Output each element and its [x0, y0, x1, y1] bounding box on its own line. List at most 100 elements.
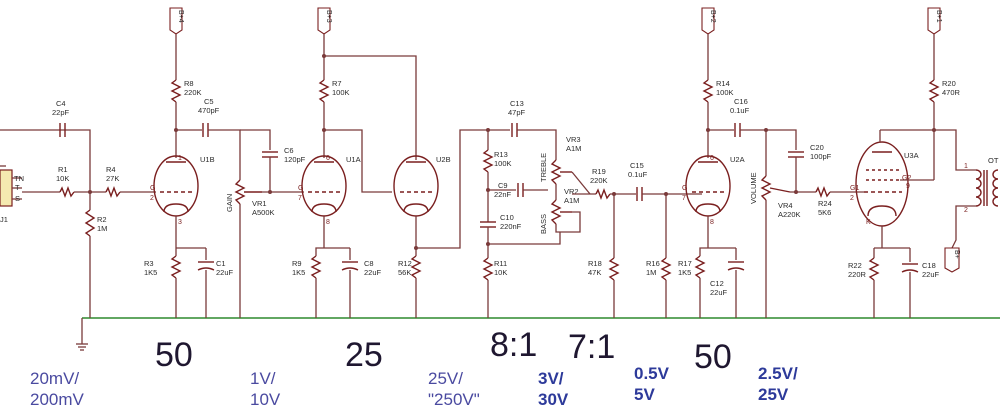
svg-text:C5: C5 — [204, 97, 214, 106]
ground-symbol — [76, 318, 88, 351]
svg-text:R17: R17 — [678, 259, 692, 268]
svg-text:220R: 220R — [848, 270, 867, 279]
j1-ref: J1 — [0, 215, 8, 224]
svg-text:10K: 10K — [494, 268, 507, 277]
svg-text:K: K — [866, 219, 871, 226]
svg-text:47K: 47K — [588, 268, 601, 277]
output-transformer: OT 1 2 — [964, 156, 999, 214]
resistor-r13: R13 100K — [482, 149, 512, 173]
gain-annotation-stage3: 50 — [694, 338, 732, 376]
supply-flag-b2: B+2 — [701, 7, 716, 35]
tube-u2a: U2A G 7 6 8 — [682, 155, 745, 226]
gain-annotation-stage1: 50 — [155, 336, 193, 374]
svg-text:B+1: B+1 — [935, 10, 942, 23]
svg-text:A220K: A220K — [778, 210, 801, 219]
svg-text:R13: R13 — [494, 150, 508, 159]
svg-text:2: 2 — [150, 195, 154, 202]
capacitor-c18: C18 22uF — [901, 261, 940, 279]
svg-text:47pF: 47pF — [508, 108, 526, 117]
svg-text:470pF: 470pF — [198, 106, 220, 115]
gain-label: GAIN — [225, 194, 234, 212]
jack-pin-s: S — [15, 194, 20, 203]
svg-text:C18: C18 — [922, 261, 936, 270]
svg-text:C1: C1 — [216, 259, 226, 268]
svg-text:R7: R7 — [332, 79, 342, 88]
tone-ratio-annotation-1: 8:1 — [490, 326, 537, 364]
resistor-r7: R7 100K — [318, 79, 350, 103]
tube-u2b: U2B — [393, 155, 451, 217]
svg-text:22nF: 22nF — [494, 190, 512, 199]
svg-text:U3A: U3A — [904, 151, 919, 160]
tone-ratio-annotation-2: 7:1 — [568, 328, 615, 366]
svg-text:B+3: B+3 — [325, 10, 332, 23]
svg-text:A1M: A1M — [566, 144, 581, 153]
input-jack-j1: TN T S J1 — [0, 165, 24, 224]
signal-level-out-1: 2.5V/ — [758, 364, 798, 383]
svg-text:R4: R4 — [106, 165, 116, 174]
resistor-r11: R11 10K — [482, 257, 507, 281]
svg-text:C8: C8 — [364, 259, 374, 268]
svg-text:120pF: 120pF — [284, 155, 306, 164]
svg-text:C16: C16 — [734, 97, 748, 106]
resistor-r4: R4 27K — [105, 165, 121, 198]
signal-level-mid-2: 5V — [634, 385, 655, 404]
svg-text:27K: 27K — [106, 174, 119, 183]
signal-level-input-2: 200mV — [30, 390, 85, 409]
capacitor-c15: C15 0.1uF — [628, 161, 648, 201]
svg-text:VR2: VR2 — [564, 187, 579, 196]
supply-flag-b1: B+1 — [927, 7, 942, 35]
svg-text:6: 6 — [326, 155, 330, 162]
svg-text:6: 6 — [710, 155, 714, 162]
tube-u3a: U3A G1 2 G2 9 K — [850, 141, 919, 227]
gain-annotation-stage2: 25 — [345, 336, 383, 374]
svg-text:B+: B+ — [953, 250, 960, 259]
svg-text:R22: R22 — [848, 261, 862, 270]
volume-label: VOLUME — [749, 172, 758, 204]
tube-u1a: U1A G 7 6 8 — [298, 155, 361, 226]
svg-text:C6: C6 — [284, 146, 294, 155]
svg-text:R11: R11 — [494, 259, 507, 268]
capacitor-c5: C5 470pF — [198, 97, 220, 137]
svg-text:U2A: U2A — [730, 155, 745, 164]
supply-flag-b4: B+4 — [169, 7, 184, 35]
svg-text:2: 2 — [850, 195, 854, 202]
resistor-r20: R20 470R — [928, 79, 961, 103]
resistor-r16: R16 1M — [646, 257, 672, 281]
svg-text:G: G — [298, 185, 303, 192]
signal-level-mid-1: 0.5V — [634, 364, 670, 383]
svg-text:G: G — [150, 185, 155, 192]
svg-text:R1: R1 — [58, 165, 68, 174]
svg-text:R16: R16 — [646, 259, 660, 268]
signal-level-v2-2: "250V" — [428, 390, 480, 409]
svg-text:1K5: 1K5 — [144, 268, 157, 277]
svg-text:U1B: U1B — [200, 155, 215, 164]
svg-text:56K: 56K — [398, 268, 411, 277]
capacitor-c16: C16 0.1uF — [730, 97, 750, 137]
svg-text:1: 1 — [964, 163, 968, 170]
svg-text:C10: C10 — [500, 213, 514, 222]
resistor-r3: R3 1K5 — [144, 255, 182, 279]
resistor-r9: R9 1K5 — [292, 255, 322, 279]
resistor-r22: R22 220R — [848, 257, 880, 281]
svg-text:3: 3 — [178, 219, 182, 226]
bass-label: BASS — [539, 214, 548, 234]
svg-text:220K: 220K — [590, 176, 608, 185]
potentiometer-vr3-treble: TREBLE VR3 A1M — [539, 135, 581, 185]
svg-text:100K: 100K — [716, 88, 734, 97]
svg-text:22uF: 22uF — [216, 268, 234, 277]
svg-text:1K5: 1K5 — [292, 268, 305, 277]
treble-label: TREBLE — [539, 153, 548, 182]
signal-level-tone-2: 30V — [538, 390, 569, 409]
resistor-r14: R14 100K — [702, 79, 734, 103]
svg-text:C4: C4 — [56, 99, 66, 108]
jack-pin-t: T — [15, 183, 20, 192]
svg-text:22uF: 22uF — [710, 288, 728, 297]
signal-level-gain-1: 1V/ — [250, 369, 276, 388]
svg-text:10K: 10K — [56, 174, 69, 183]
resistor-r19: R19 220K — [590, 167, 611, 200]
capacitor-c1: C1 22uF — [197, 259, 234, 277]
svg-text:1K5: 1K5 — [678, 268, 691, 277]
resistor-r12: R12 56K — [398, 255, 422, 279]
